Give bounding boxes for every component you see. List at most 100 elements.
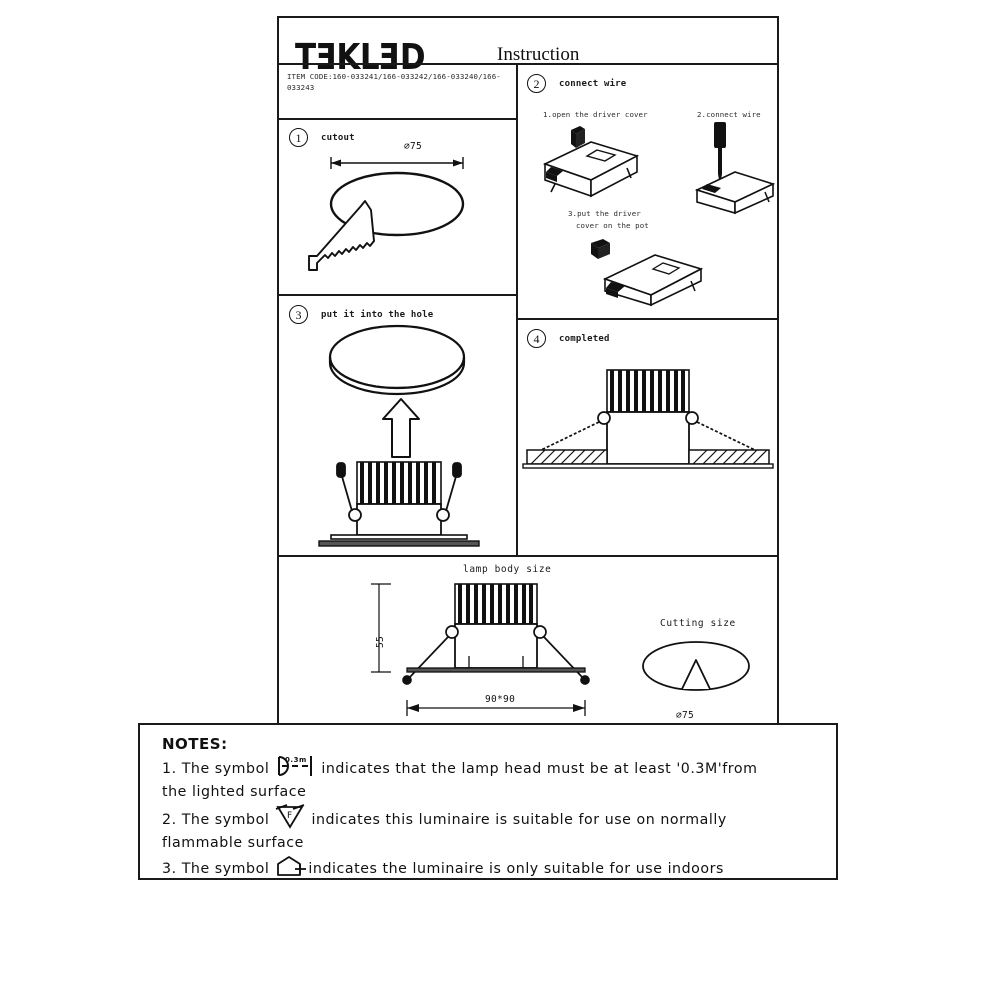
logo-text-part1: T (295, 36, 316, 78)
heatsink-fins (610, 370, 685, 412)
arrow-head-left (407, 704, 419, 712)
step-4-label: completed (559, 334, 610, 344)
f-letter-text: F (287, 811, 293, 821)
house-outline (277, 856, 302, 876)
driver-foot-left (550, 183, 556, 193)
ceiling-disc-edge (328, 356, 466, 396)
note-2-suffix: indicates this luminaire is suitable for… (311, 812, 727, 828)
note-2-prefix: 2. The symbol (162, 812, 270, 828)
step-1-illustration (279, 148, 516, 293)
logo-text-part2: KL (336, 36, 380, 78)
arrow-head-right (453, 159, 463, 167)
logo-text-part3: D (399, 36, 426, 78)
divider-step2-step4 (516, 318, 777, 320)
note-item-2-line1: 2. The symbol F indicates this luminaire… (162, 804, 836, 832)
cutting-notch (681, 659, 711, 690)
note-item-1-line2: the lighted surface (162, 784, 307, 800)
tekled-logo: TEKLED (295, 36, 426, 78)
distance-value-text: 0.3m (285, 756, 307, 764)
fixture-housing (454, 623, 538, 669)
step-2-label: connect wire (559, 79, 627, 89)
screwdriver (714, 122, 726, 180)
step-2-substep-2-label: 2.connect wire (697, 110, 761, 119)
logo-reversed-E2: E (379, 36, 400, 78)
saw-tool (308, 200, 375, 271)
insert-arrow-up (382, 398, 420, 458)
logo-reversed-E: E (315, 36, 337, 78)
cutting-size-drawing (634, 636, 759, 706)
driver-cover-lifted (571, 126, 585, 148)
driver-foot-right (626, 167, 632, 179)
step-2-substep-3-line1: 3.put the driver (568, 209, 641, 218)
step-3-illustration (279, 323, 516, 551)
spring-clip-left (536, 411, 611, 453)
step-2-substep-3-line2: cover on the pot (576, 221, 649, 230)
cutting-size-dimension: ⌀75 (676, 710, 695, 721)
note-1-suffix: indicates that the lamp head must be at … (321, 761, 758, 777)
spring-clip-right (533, 625, 590, 685)
f-triangle-icon: F (274, 804, 306, 829)
note-item-3-line1: 3. The symbol indicates the luminaire is… (162, 855, 836, 881)
step-2-connect-wire-illustration (677, 118, 787, 215)
driver-terminal (702, 184, 721, 193)
step-1-label: cutout (321, 133, 355, 143)
step-4-badge: 4 (527, 329, 546, 348)
driver-socket (546, 167, 563, 176)
step-3-badge: 3 (289, 305, 308, 324)
panel-header: TEKLED Instruction (279, 18, 777, 78)
step-2-cover-on-pot-illustration (579, 233, 714, 307)
divider-header (279, 63, 777, 65)
lamp-body-dimension-drawing (369, 576, 629, 728)
heatsink-fins (360, 462, 436, 504)
house-indoor-icon (274, 855, 308, 877)
spring-clip-left (336, 462, 362, 522)
notes-box: NOTES: 1. The symbol 0.3m indicates that… (138, 723, 838, 880)
note-3-suffix: indicates the luminaire is only suitable… (308, 861, 724, 877)
reflector-housing (356, 503, 442, 536)
trim-plate (406, 667, 586, 673)
lamp-body-height-dimension: 55 (375, 635, 386, 648)
divider-bottom-section (279, 555, 777, 557)
driver-opening (585, 149, 617, 162)
driver-cover-piece (591, 239, 610, 259)
downlight-fixture-dimensioned (402, 583, 590, 685)
dimension-arrow-group (330, 157, 464, 169)
notes-title: NOTES: (162, 735, 228, 753)
item-code-label: ITEM CODE:160-033241/166-033242/166-0332… (287, 72, 501, 92)
divider-itemcode (279, 118, 516, 120)
driver-box-wiring (694, 171, 776, 215)
spring-clip-left (402, 625, 459, 685)
arrow-head-right (573, 704, 585, 712)
heatsink-fins (458, 584, 533, 624)
divider-vertical-main (516, 63, 518, 555)
instruction-panel: TEKLED Instruction ITEM CODE:160-033241/… (277, 16, 779, 730)
ceiling-slab-right (688, 449, 770, 465)
note-item-1-line1: 1. The symbol 0.3m indicates that the la… (162, 755, 836, 781)
spring-clip-right (685, 411, 760, 453)
driver-body-right (590, 154, 638, 198)
spring-clip-right (436, 462, 462, 522)
page-title: Instruction (497, 44, 580, 65)
trim-flange (330, 534, 468, 540)
lamp-body-width-dimension: 90*90 (485, 694, 516, 705)
step-2-substep-1-label: 1.open the driver cover (543, 110, 648, 119)
step-2-badge: 2 (527, 74, 546, 93)
arrow-head-left (331, 159, 341, 167)
step-1-dimension: ⌀75 (404, 141, 423, 152)
step-2-driver-open-illustration (527, 118, 657, 208)
note-3-prefix: 3. The symbol (162, 861, 270, 877)
driver-box-closed (591, 239, 704, 307)
driver-box-open (542, 126, 640, 198)
lamp-body-size-title: lamp body size (463, 564, 552, 575)
note-1-prefix: 1. The symbol (162, 761, 270, 777)
step-1-badge: 1 (289, 128, 308, 147)
triangle-outline (276, 806, 304, 829)
ceiling-slab-left (526, 449, 608, 465)
note-item-2-line2: flammable surface (162, 835, 304, 851)
trim-flange (522, 463, 774, 469)
cutting-size-title: Cutting size (660, 618, 736, 629)
step-4-illustration (519, 348, 777, 548)
downlight-fixture (318, 461, 480, 547)
divider-step1-step3 (279, 294, 516, 296)
